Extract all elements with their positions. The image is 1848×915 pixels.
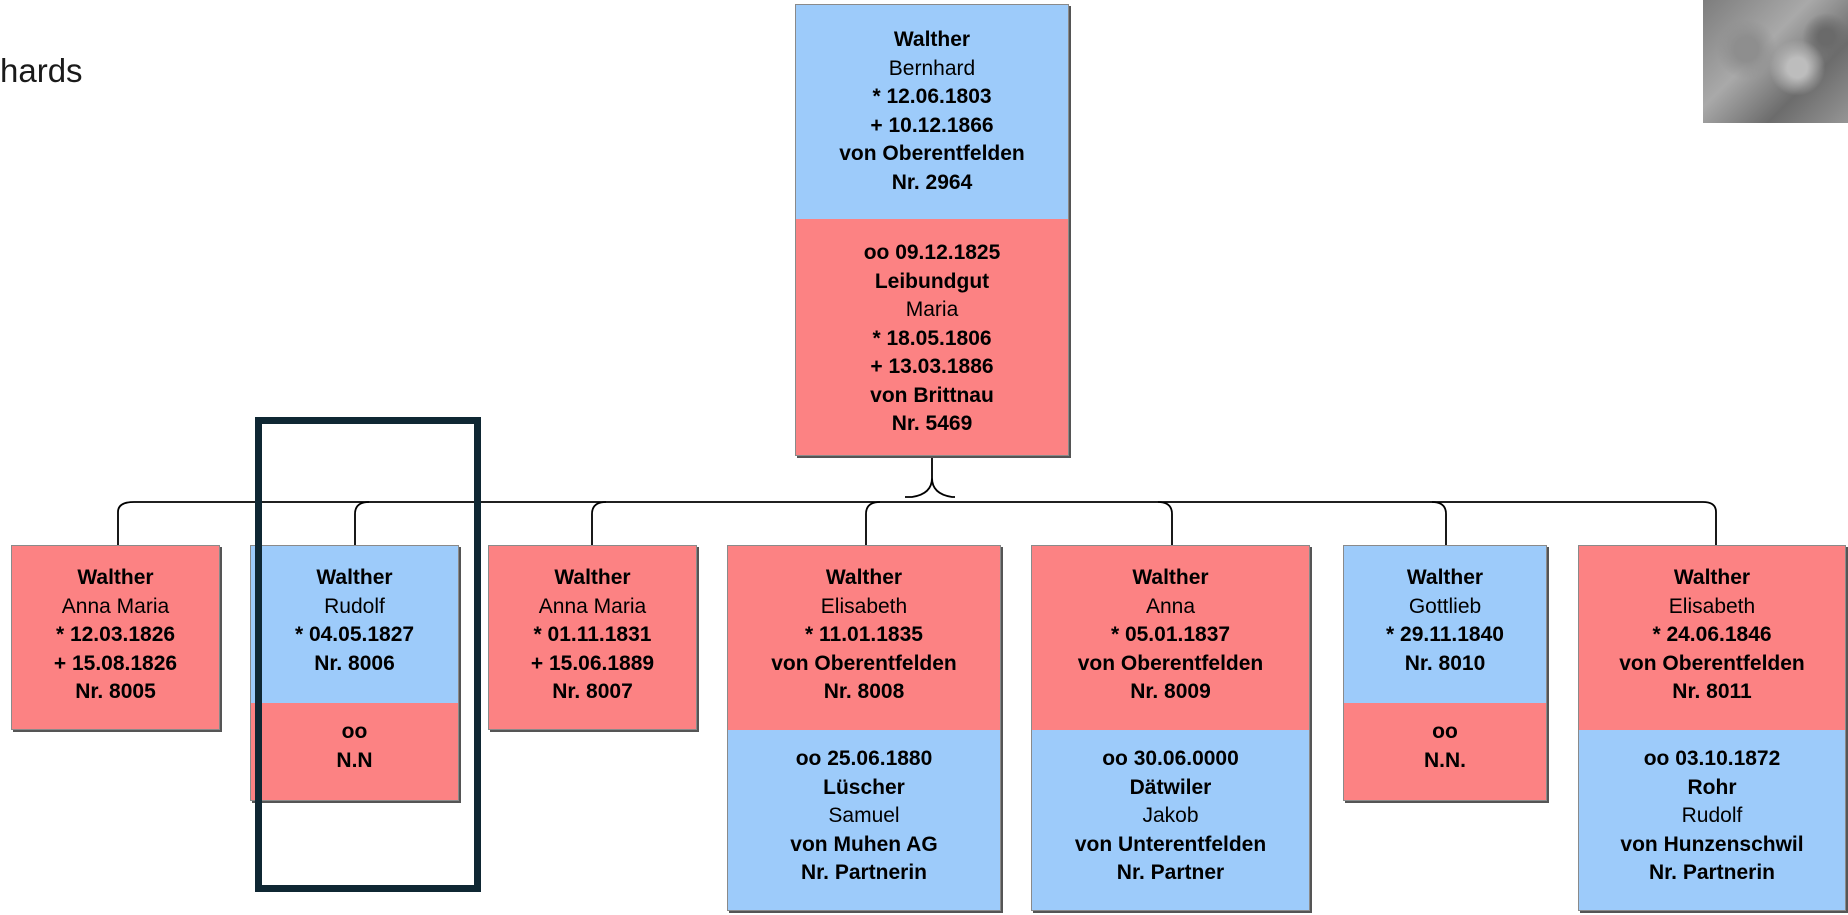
- child-7-given: Elisabeth: [1668, 594, 1756, 618]
- child-5-origin: von Oberentfelden: [1077, 651, 1264, 675]
- child-drop-2: [354, 501, 370, 545]
- spouse-birth: * 18.05.1806: [872, 326, 992, 350]
- child-4-spouse-section: oo 25.06.1880 Lüscher Samuel von Muhen A…: [728, 730, 1000, 910]
- child-1-birth: * 12.03.1826: [55, 623, 176, 646]
- child-5-birth: * 05.01.1837: [1110, 623, 1231, 646]
- child-4-section: Walther Elisabeth * 11.01.1835 von Obere…: [728, 546, 1000, 730]
- root-death: + 10.12.1866: [870, 113, 994, 137]
- child-4-surname: Walther: [825, 566, 903, 589]
- child-card-5[interactable]: Walther Anna * 05.01.1837 von Oberentfel…: [1031, 545, 1310, 911]
- child-drop-6: [1431, 501, 1447, 545]
- child-3-section: Walther Anna Maria * 01.11.1831 + 15.06.…: [489, 546, 696, 729]
- child-7-spouse-surname: Rohr: [1687, 775, 1737, 799]
- child-card-4[interactable]: Walther Elisabeth * 11.01.1835 von Obere…: [727, 545, 1001, 911]
- root-spouse-section: oo 09.12.1825 Leibundgut Maria * 18.05.1…: [796, 219, 1068, 455]
- child-5-spouse-number: Nr. Partner: [1116, 861, 1225, 884]
- child-7-spouse-origin: von Hunzenschwil: [1620, 832, 1804, 856]
- root-given-name: Bernhard: [888, 56, 976, 80]
- child-4-spouse-surname: Lüscher: [823, 775, 905, 799]
- child-6-spouse-section: oo N.N.: [1344, 703, 1546, 800]
- child-card-6[interactable]: Walther Gottlieb * 29.11.1840 Nr. 8010 o…: [1343, 545, 1547, 801]
- root-surname: Walther: [893, 28, 971, 51]
- child-7-birth: * 24.06.1846: [1652, 623, 1772, 646]
- child-3-birth: * 01.11.1831: [533, 623, 652, 646]
- spouse-number: Nr. 5469: [891, 412, 973, 435]
- child-5-given: Anna: [1145, 594, 1196, 618]
- child-3-given: Anna Maria: [538, 594, 647, 618]
- spouse-given-name: Maria: [905, 298, 959, 321]
- root-birth: * 12.06.1803: [872, 85, 992, 108]
- child-1-surname: Walther: [77, 566, 154, 589]
- child-card-1[interactable]: Walther Anna Maria * 12.03.1826 + 15.08.…: [11, 545, 220, 730]
- child-6-spouse-name: N.N.: [1424, 748, 1466, 772]
- child-7-surname: Walther: [1673, 566, 1751, 589]
- parent-brace: [905, 458, 955, 498]
- child-6-given: Gottlieb: [1408, 594, 1482, 618]
- child-7-number: Nr. 8011: [1672, 680, 1752, 703]
- child-5-spouse-surname: Dätwiler: [1129, 775, 1212, 799]
- child-5-marriage: oo 30.06.0000: [1102, 747, 1239, 770]
- child-5-number: Nr. 8009: [1130, 680, 1211, 703]
- child-4-spouse-number: Nr. Partnerin: [800, 861, 928, 884]
- page-title: hards: [0, 52, 83, 89]
- root-origin: von Oberentfelden: [839, 142, 1025, 165]
- child-5-spouse-given: Jakob: [1142, 804, 1199, 827]
- spouse-origin: von Brittnau: [870, 383, 994, 407]
- child-4-number: Nr. 8008: [823, 680, 905, 703]
- child-1-given: Anna Maria: [61, 594, 170, 618]
- spouse-surname: Leibundgut: [874, 269, 990, 293]
- child-6-marriage: oo: [1432, 720, 1458, 743]
- child-4-spouse-origin: von Muhen AG: [790, 832, 938, 856]
- child-2-spouse-section: oo N.N: [251, 703, 458, 800]
- child-1-death: + 15.08.1826: [53, 651, 178, 675]
- child-7-spouse-given: Rudolf: [1681, 804, 1743, 827]
- child-5-spouse-origin: von Unterentfelden: [1074, 832, 1267, 856]
- root-person-section: Walther Bernhard * 12.06.1803 + 10.12.18…: [796, 5, 1068, 219]
- child-4-birth: * 11.01.1835: [805, 623, 923, 646]
- child-card-3[interactable]: Walther Anna Maria * 01.11.1831 + 15.06.…: [488, 545, 697, 730]
- child-card-2[interactable]: Walther Rudolf * 04.05.1827 Nr. 8006 oo …: [250, 545, 459, 801]
- child-6-section: Walther Gottlieb * 29.11.1840 Nr. 8010: [1344, 546, 1546, 703]
- child-5-section: Walther Anna * 05.01.1837 von Oberentfel…: [1032, 546, 1309, 730]
- sibling-connector-line: [117, 501, 1717, 545]
- child-2-spouse-name: N.N: [336, 748, 373, 772]
- child-3-surname: Walther: [554, 566, 631, 589]
- child-drop-3: [591, 501, 607, 545]
- child-6-surname: Walther: [1406, 566, 1484, 589]
- child-6-number: Nr. 8010: [1404, 651, 1486, 675]
- child-7-spouse-section: oo 03.10.1872 Rohr Rudolf von Hunzenschw…: [1579, 730, 1845, 910]
- child-2-section: Walther Rudolf * 04.05.1827 Nr. 8006: [251, 546, 458, 703]
- child-6-birth: * 29.11.1840: [1386, 623, 1504, 646]
- child-1-section: Walther Anna Maria * 12.03.1826 + 15.08.…: [12, 546, 219, 729]
- child-7-section: Walther Elisabeth * 24.06.1846 von Obere…: [1579, 546, 1845, 730]
- child-1-number: Nr. 8005: [75, 680, 156, 703]
- child-3-number: Nr. 8007: [552, 680, 633, 703]
- child-2-surname: Walther: [316, 566, 393, 589]
- child-7-origin: von Oberentfelden: [1619, 651, 1805, 675]
- child-2-given: Rudolf: [324, 594, 385, 618]
- child-drop-4: [865, 501, 881, 545]
- child-3-death: + 15.06.1889: [530, 651, 655, 675]
- root-number: Nr. 2964: [891, 170, 973, 194]
- root-person-card[interactable]: Walther Bernhard * 12.06.1803 + 10.12.18…: [795, 4, 1069, 456]
- portrait-photo: [1703, 0, 1848, 123]
- child-card-7[interactable]: Walther Elisabeth * 24.06.1846 von Obere…: [1578, 545, 1846, 911]
- child-5-surname: Walther: [1132, 566, 1209, 589]
- child-2-number: Nr. 8006: [314, 651, 395, 675]
- child-7-spouse-number: Nr. Partnerin: [1648, 861, 1776, 884]
- child-drop-5: [1157, 501, 1173, 545]
- child-2-birth: * 04.05.1827: [294, 623, 415, 646]
- child-4-origin: von Oberentfelden: [771, 651, 957, 675]
- child-2-marriage: oo: [341, 720, 368, 743]
- child-7-marriage: oo 03.10.1872: [1643, 747, 1781, 770]
- selection-highlight-box: [255, 417, 481, 892]
- spouse-death: + 13.03.1886: [870, 355, 994, 378]
- child-4-marriage: oo 25.06.1880: [795, 747, 933, 770]
- child-4-given: Elisabeth: [820, 594, 908, 618]
- root-marriage: oo 09.12.1825: [863, 241, 1001, 264]
- child-5-spouse-section: oo 30.06.0000 Dätwiler Jakob von Unteren…: [1032, 730, 1309, 910]
- child-4-spouse-given: Samuel: [828, 804, 900, 827]
